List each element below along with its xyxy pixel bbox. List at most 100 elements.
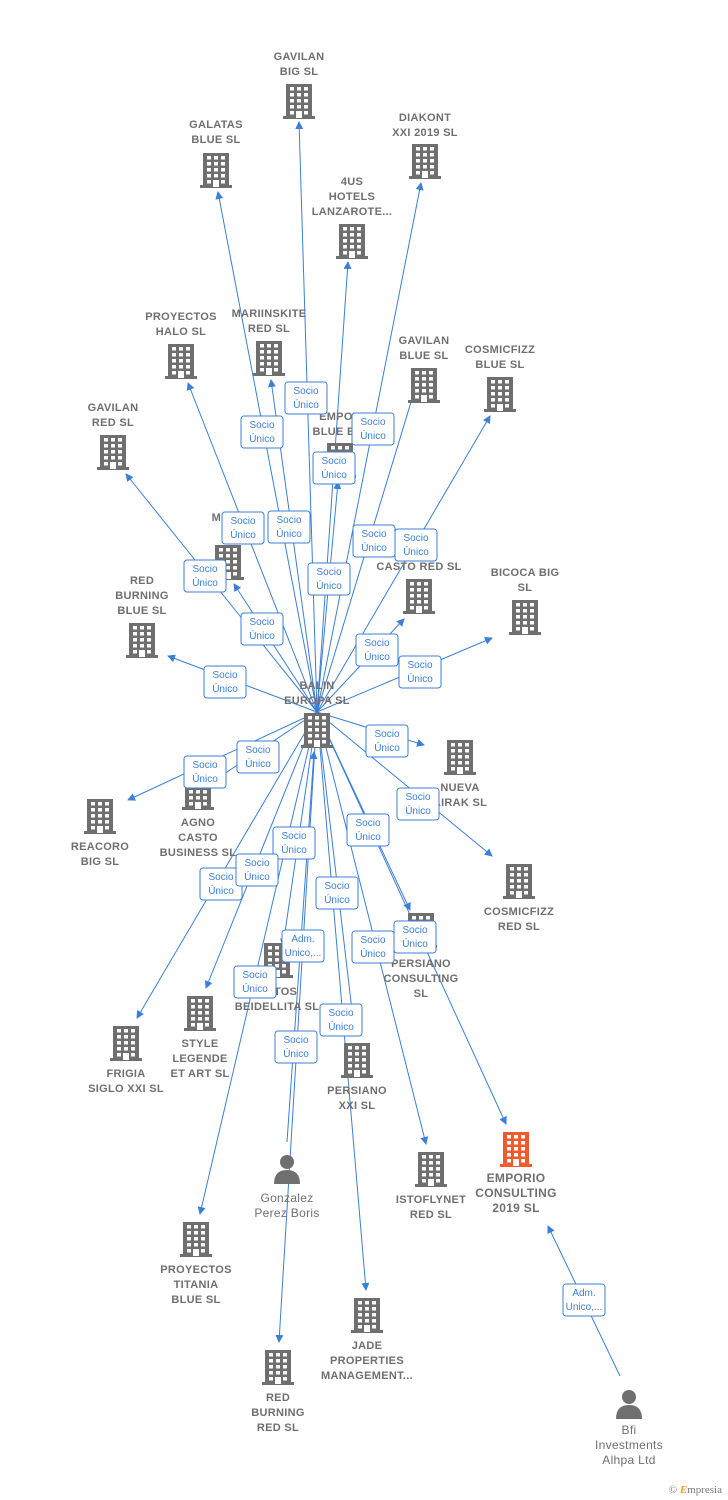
building-icon xyxy=(84,799,116,834)
edge-balin-to-proyectos_halo xyxy=(186,382,318,713)
edge-balin-to-persiano_xxi xyxy=(316,711,359,1037)
edge-label-text: Único xyxy=(245,757,271,770)
building-icon xyxy=(97,435,129,470)
node-label-line: MANAGEMENT... xyxy=(321,1370,413,1382)
edge-label-text: Único xyxy=(276,527,302,540)
edge-label-text: Socio xyxy=(402,925,427,936)
node-label-line: BLUE SL xyxy=(475,359,524,371)
node-label-line: CASTO xyxy=(178,832,218,844)
building-icon xyxy=(409,144,441,179)
node-label-line: ET ART SL xyxy=(170,1068,229,1080)
node-label-line: BLUE SL xyxy=(171,1294,220,1306)
edge-label-text: Único xyxy=(192,772,218,785)
node-4us[interactable]: 4USHOTELSLANZAROTE... xyxy=(312,176,393,259)
node-label-line: NUEVA xyxy=(440,782,479,794)
edge-label-text: Único xyxy=(355,830,381,843)
edge-label-text: Socio xyxy=(249,617,274,628)
building-icon xyxy=(351,1298,383,1333)
building-icon xyxy=(408,368,440,403)
node-label-line: RED xyxy=(266,1392,290,1404)
node-jade[interactable]: JADEPROPERTIESMANAGEMENT... xyxy=(321,1298,413,1382)
edge-label-text: Unico,... xyxy=(566,1302,603,1313)
edge-label-text: Único xyxy=(407,672,433,685)
edge-balin-to-style_legende xyxy=(204,711,318,989)
edge-label-text: Único xyxy=(360,429,386,442)
edge-label-text: Socio xyxy=(324,881,349,892)
edge-label-badge[interactable]: Adm.Unico,... xyxy=(281,929,325,963)
empresia-brand[interactable]: © Empresia xyxy=(669,1484,722,1496)
node-label-line: ISTOFLYNET xyxy=(396,1194,466,1206)
edge-label-text: Socio xyxy=(355,818,380,829)
edge-label-text: Socio xyxy=(360,935,385,946)
node-label-line: MARIINSKITE xyxy=(232,308,307,320)
edge-label-badge[interactable]: Adm.Unico,... xyxy=(562,1283,606,1317)
edge-balin-to-cosmicfizz_blue xyxy=(316,415,491,713)
edge-label-text: Único xyxy=(321,468,347,481)
node-label-line: BIG SL xyxy=(280,66,318,78)
edge-label-text: Socio xyxy=(316,567,341,578)
edge-label-text: Único xyxy=(293,398,319,411)
edge-label-text: Socio xyxy=(361,529,386,540)
edge-label-text: Único xyxy=(360,947,386,960)
edge-label-text: Socio xyxy=(293,386,318,397)
edge-balin-to-4us xyxy=(316,261,352,713)
node-label-line: SIGLO XXI SL xyxy=(88,1083,164,1095)
edge-label-text: Único xyxy=(244,870,270,883)
node-label-line: BUSINESS SL xyxy=(160,847,237,859)
node-casto_red[interactable]: CASTO RED SL xyxy=(376,561,461,614)
node-label-line: BEIDELLITA SL xyxy=(235,1001,320,1013)
node-label-line: XXI SL xyxy=(339,1100,376,1112)
